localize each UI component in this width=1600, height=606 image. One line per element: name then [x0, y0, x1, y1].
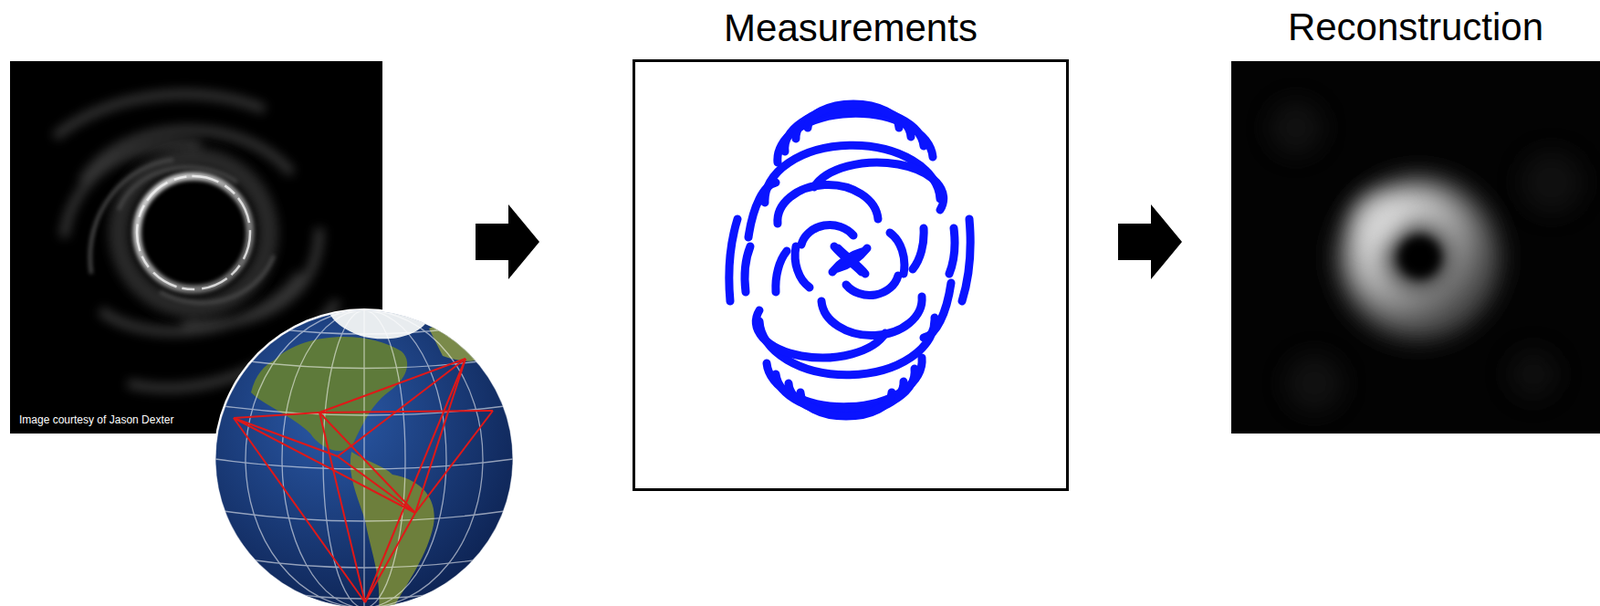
- measurement-panel: Measurements: [632, 59, 1069, 492]
- reconstruction-panel: Reconstruction: [1231, 61, 1600, 434]
- uv-coverage: [729, 104, 971, 417]
- source-image: Image courtesy of Jason Dexter: [10, 61, 383, 434]
- block-arrow: [1118, 204, 1182, 280]
- block-arrow: [475, 204, 540, 280]
- reconstruction-image: [1231, 61, 1600, 434]
- credit-note: Image courtesy of Jason Dexter: [19, 413, 174, 427]
- earth-globe: [213, 297, 515, 606]
- panel-title: Reconstruction: [1194, 4, 1600, 51]
- panel-title: Measurements: [598, 5, 1103, 52]
